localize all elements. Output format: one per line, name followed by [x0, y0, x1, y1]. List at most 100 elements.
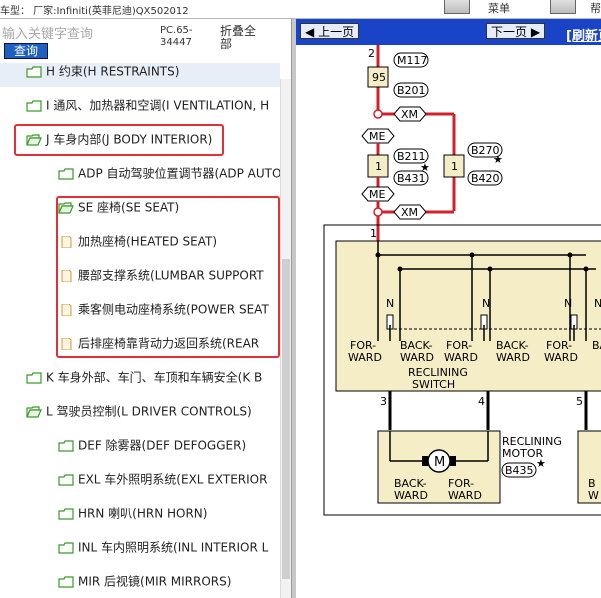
- wire-number: 2: [368, 47, 375, 60]
- switch-position-label: BACK-: [400, 339, 433, 352]
- motor-symbol: M: [434, 455, 445, 470]
- tree-item-seat[interactable]: SE 座椅(SE SEAT): [58, 191, 179, 223]
- connector-b435: B435: [505, 464, 534, 477]
- connector-xm-top: XM: [401, 108, 418, 121]
- pin-number: 3: [380, 395, 387, 408]
- tree-item-label: I 通风、加热器和空调(I VENTILATION, H: [46, 98, 270, 113]
- document-icon: [58, 303, 74, 316]
- tree-item-driver-controls[interactable]: L 驾驶员控制(L DRIVER CONTROLS): [26, 395, 252, 427]
- tree-item-exterior-lighting[interactable]: EXL 车外照明系统(EXL EXTERIOR: [58, 463, 267, 495]
- document-icon: [58, 235, 74, 248]
- tree-view: H 约束(H RESTRAINTS) I 通风、加热器和空调(I VENTILA…: [0, 63, 280, 598]
- connector-b201: B201: [397, 84, 426, 97]
- folder-open-icon: [26, 405, 42, 418]
- switch-name: RECLINING: [408, 366, 468, 379]
- connector-b431: B431: [397, 172, 426, 185]
- tree-item-body-interior[interactable]: J 车身内部(J BODY INTERIOR): [26, 123, 212, 155]
- tree-item-label: L 驾驶员控制(L DRIVER CONTROLS): [46, 404, 252, 419]
- tree-item-adp[interactable]: ADP 自动驾驶位置调节器(ADP AUTO: [58, 157, 280, 189]
- connector-me-bottom: ME: [369, 188, 385, 201]
- motor-icon: [427, 449, 451, 473]
- menu-icon-button[interactable]: [444, 0, 470, 14]
- fuse-label: 95: [372, 71, 386, 84]
- help-label[interactable]: 帮: [590, 2, 601, 15]
- box-number-right: 1: [451, 160, 458, 173]
- tree-item-defogger[interactable]: DEF 除雾器(DEF DEFOGGER): [58, 429, 246, 461]
- folder-icon: [58, 439, 74, 452]
- vehicle-label: 车型： 厂家:Infiniti(英菲尼迪)QX502012: [0, 6, 189, 17]
- tree-item-restraints[interactable]: H 约束(H RESTRAINTS): [0, 63, 280, 87]
- tree-item-interior-lighting[interactable]: INL 车内照明系统(INL INTERIOR L: [58, 531, 268, 563]
- folder-icon: [58, 473, 74, 486]
- diagram-viewer: ◀ 上一页 下一页 ▶ [刷新页 2 95 M117 B201 XM ME 1 …: [296, 19, 601, 598]
- switch-position-label: FOR-: [350, 339, 376, 352]
- tree-item-rear-seat[interactable]: 后排座椅靠背动力返回系统(REAR: [58, 327, 259, 359]
- folder-icon: [58, 507, 74, 520]
- connector-m117: M117: [397, 54, 428, 67]
- switch-n-label: N: [594, 297, 601, 310]
- tree-item-label: ADP 自动驾驶位置调节器(ADP AUTO: [78, 166, 280, 181]
- switch-position-label: BACK-: [592, 339, 601, 352]
- connector-b211: B211: [397, 150, 426, 163]
- tree-item-heated-seat[interactable]: 加热座椅(HEATED SEAT): [58, 225, 217, 257]
- tree-item-ventilation[interactable]: I 通风、加热器和空调(I VENTILATION, H: [26, 89, 269, 121]
- motor-name: RECLINING: [502, 435, 562, 448]
- scrollbar-thumb[interactable]: [282, 259, 290, 579]
- tree-item-power-seat[interactable]: 乘客侧电动座椅系统(POWER SEAT: [58, 293, 269, 325]
- switch-position-label: BACK-: [496, 339, 529, 352]
- motor-position-label: BACK-: [394, 477, 427, 490]
- fuse-box: [367, 66, 389, 88]
- tree-item-horn[interactable]: HRN 喇叭(HRN HORN): [58, 497, 207, 529]
- folder-icon: [58, 541, 74, 554]
- menu-label[interactable]: 菜单: [488, 2, 510, 15]
- search-button[interactable]: 查询: [4, 43, 48, 59]
- tree-item-mirrors[interactable]: MIR 后视镜(MIR MIRRORS): [58, 565, 231, 597]
- next-page-button[interactable]: 下一页 ▶: [486, 23, 546, 39]
- connector-xm-bottom: XM: [401, 206, 418, 219]
- switch-position-label: WARD: [400, 351, 434, 364]
- tree-item-label: J 车身内部(J BODY INTERIOR): [46, 132, 213, 147]
- tree-item-label: 腰部支撑系统(LUMBAR SUPPORT: [78, 268, 264, 283]
- tree-item-label: H 约束(H RESTRAINTS): [46, 64, 180, 79]
- terminal-number: 1: [370, 227, 377, 240]
- switch-n-label: N: [386, 297, 394, 310]
- search-bar: 查询 PC.65-34447 折叠全部: [0, 19, 291, 63]
- arrow-left-icon: ◀: [305, 25, 315, 39]
- prev-page-button[interactable]: ◀ 上一页: [300, 23, 360, 39]
- switch-position-label: FOR-: [446, 339, 472, 352]
- pc-number: PC.65-34447: [160, 25, 193, 48]
- switch-position-label: WARD: [444, 351, 478, 364]
- star-icon: ★: [493, 153, 503, 166]
- help-icon-button[interactable]: [550, 0, 576, 14]
- folder-icon: [26, 65, 42, 78]
- motor-position-label: WARD: [448, 489, 482, 502]
- tree-scrollbar[interactable]: [280, 79, 291, 598]
- folder-open-icon: [26, 133, 42, 146]
- tree-item-label: EXL 车外照明系统(EXL EXTERIOR: [78, 472, 268, 487]
- tree-item-body-exterior[interactable]: K 车身外部、车门、车顶和车辆安全(K B: [26, 361, 262, 393]
- connector-b420: B420: [471, 172, 500, 185]
- tree-item-label: 后排座椅靠背动力返回系统(REAR: [78, 336, 260, 351]
- search-input[interactable]: [2, 25, 152, 43]
- motor-name: MOTOR: [502, 447, 544, 460]
- refresh-link[interactable]: [刷新页: [566, 29, 601, 44]
- collapse-all-link[interactable]: 折叠全部: [220, 24, 257, 51]
- switch-position-label: WARD: [544, 351, 578, 364]
- motor-position-label: FOR-: [448, 477, 474, 490]
- switch-position-label: WARD: [348, 351, 382, 364]
- tree-item-label: HRN 喇叭(HRN HORN): [78, 506, 208, 521]
- motor-position-label: W: [588, 489, 599, 502]
- viewer-nav-bar: ◀ 上一页 下一页 ▶ [刷新页: [296, 19, 601, 45]
- folder-icon: [26, 99, 42, 112]
- box-number-left: 1: [375, 160, 382, 173]
- star-icon: ★: [420, 161, 430, 174]
- tree-item-lumbar-support[interactable]: 腰部支撑系统(LUMBAR SUPPORT: [58, 259, 264, 291]
- tree-item-label: 加热座椅(HEATED SEAT): [78, 234, 218, 249]
- tree-item-label: INL 车内照明系统(INL INTERIOR L: [78, 540, 269, 555]
- tree-item-label: 乘客侧电动座椅系统(POWER SEAT: [78, 302, 269, 317]
- tree-item-label: K 车身外部、车门、车顶和车辆安全(K B: [46, 370, 263, 385]
- pin-number: 5: [576, 395, 583, 408]
- tree-item-label: DEF 除雾器(DEF DEFOGGER): [78, 438, 247, 453]
- wiring-diagram: 2 95 M117 B201 XM ME 1 B211 B431 ★ 1 B27…: [323, 45, 601, 516]
- connector-me-top: ME: [369, 130, 385, 143]
